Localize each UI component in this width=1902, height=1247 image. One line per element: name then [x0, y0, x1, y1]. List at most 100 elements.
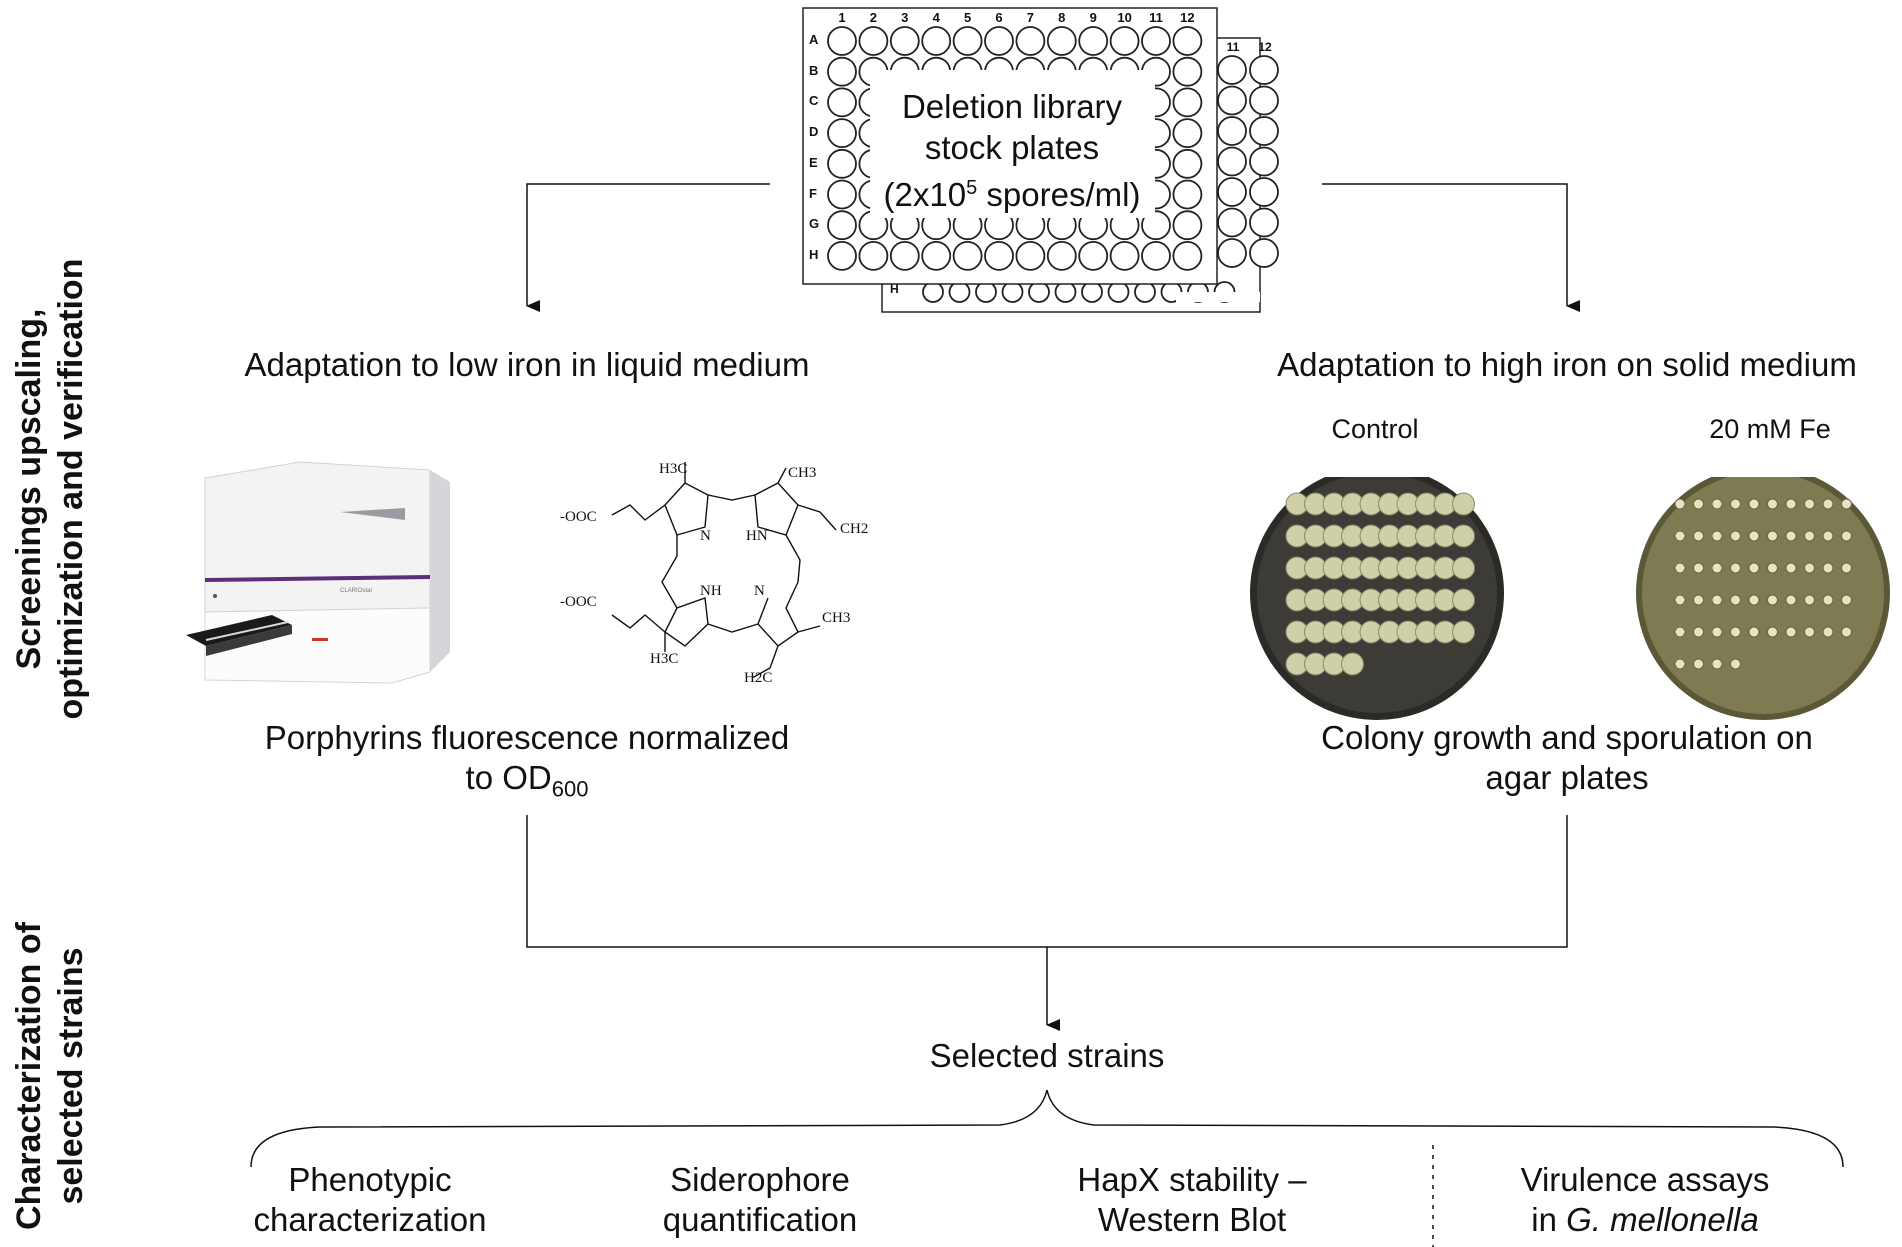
colony [1785, 562, 1797, 574]
plate-row-label: H [809, 246, 819, 262]
colony [1841, 594, 1852, 606]
colony [1785, 594, 1797, 606]
colony [1711, 562, 1723, 574]
well [984, 26, 1014, 56]
colony [1804, 530, 1815, 542]
plate-column-label: 7 [1026, 10, 1034, 25]
left-branch-caption: Porphyrins fluorescence normalized to OD… [264, 719, 790, 802]
plate-column-label: 1 [838, 10, 846, 25]
well [1172, 56, 1203, 87]
colony [1693, 594, 1704, 606]
well [827, 87, 857, 118]
control-label: Control [1331, 414, 1419, 444]
well [975, 281, 997, 303]
plate-reader-image: CLARIOstar [186, 461, 450, 684]
chem-label-ooc-bottom: -OOC [560, 594, 597, 610]
colony [1767, 498, 1778, 510]
assay-brace [250, 1089, 1844, 1168]
well [984, 240, 1014, 271]
colony [1767, 562, 1778, 574]
colony [1841, 562, 1852, 574]
chem-label-ch3-right: CH3 [822, 610, 850, 626]
plate-row-label: D [809, 124, 819, 140]
plate-column-label: 5 [963, 10, 972, 25]
well [1134, 281, 1156, 303]
colony [1693, 626, 1704, 638]
plate-column-label: 4 [932, 10, 940, 25]
side-label-characterization: Characterization of selected strains [10, 922, 90, 1230]
well [1172, 118, 1203, 149]
colony [1748, 498, 1760, 510]
colony [1730, 562, 1741, 574]
well [827, 26, 857, 56]
well [1249, 55, 1279, 85]
colony [1841, 498, 1852, 510]
plate-row-label: G [809, 216, 820, 232]
well [827, 210, 857, 241]
colony [1711, 498, 1723, 510]
chem-label-ch3-top: CH3 [788, 465, 816, 481]
well [1046, 26, 1077, 56]
back-plate-row-label: H [890, 282, 899, 296]
colony [1822, 498, 1834, 510]
chem-label-ch2: CH2 [840, 521, 868, 537]
colony [1841, 530, 1852, 542]
colony [1748, 562, 1760, 574]
assay-siderophore: Siderophore quantification [662, 1161, 858, 1238]
well [1046, 240, 1077, 271]
plate-column-label: 3 [901, 10, 909, 25]
colony [1452, 556, 1475, 580]
colony [1748, 530, 1760, 542]
colony [1804, 562, 1815, 574]
colony [1711, 658, 1723, 670]
well [1107, 281, 1130, 303]
well [948, 281, 971, 303]
well [858, 26, 889, 56]
colony [1822, 530, 1834, 542]
plate-row-label: F [809, 185, 817, 201]
chem-label-ooc-top: -OOC [560, 509, 597, 525]
colony [1674, 626, 1686, 638]
well [1054, 281, 1077, 303]
colony [1674, 498, 1686, 510]
colony [1730, 530, 1741, 542]
colony [1785, 626, 1797, 638]
control-agar-plate [1250, 466, 1504, 720]
well [1078, 240, 1109, 271]
colony [1674, 658, 1686, 670]
plate-column-label: 9 [1089, 10, 1097, 25]
well [1217, 238, 1247, 268]
well [1028, 281, 1050, 303]
chem-label-h3c-bottom: H3C [650, 651, 678, 667]
well [1217, 146, 1247, 177]
plate-row-label: A [809, 32, 819, 47]
chem-label-nh: NH [700, 583, 722, 599]
well [1249, 85, 1279, 116]
colony [1452, 620, 1475, 644]
chem-label-n2: N [754, 583, 765, 599]
colony [1711, 626, 1723, 638]
colony [1693, 562, 1704, 574]
chem-label-n1: N [700, 528, 711, 544]
well [1001, 281, 1024, 303]
well [1172, 87, 1203, 118]
colony [1452, 524, 1475, 548]
well [1249, 116, 1279, 146]
well [1078, 26, 1109, 56]
chem-label-hn: HN [746, 528, 768, 544]
well [952, 26, 983, 56]
well [922, 281, 944, 303]
well [1249, 177, 1279, 207]
well [827, 179, 857, 210]
well [1217, 85, 1247, 116]
plate-column-label: 2 [869, 10, 877, 25]
well [1015, 26, 1046, 56]
colony [1804, 594, 1815, 606]
colony [1693, 498, 1704, 510]
plate-row-label: B [809, 62, 819, 78]
colony [1822, 562, 1834, 574]
plate-row-label: E [809, 154, 818, 170]
merge-line [526, 815, 1568, 948]
plate-column-label: 8 [1058, 10, 1066, 25]
